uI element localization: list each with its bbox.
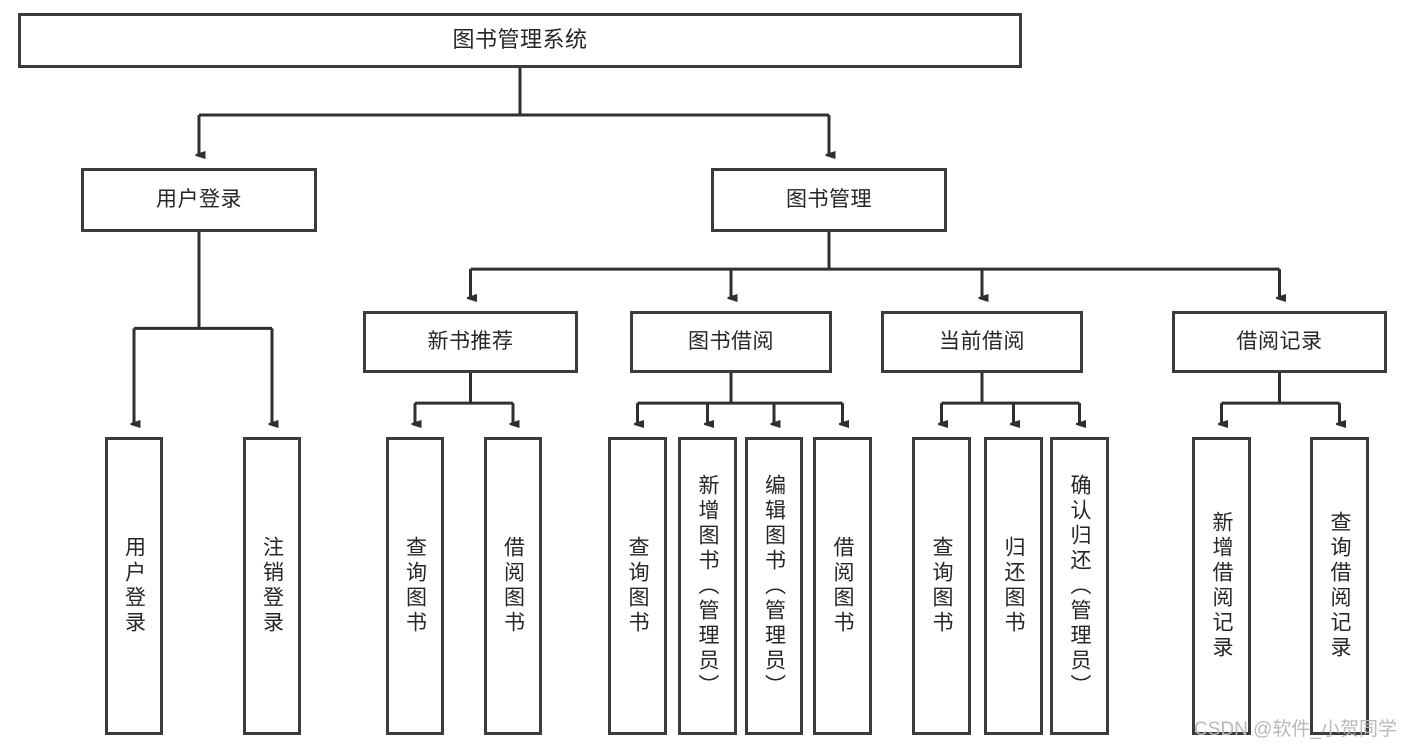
node-label: 图书借阅 — [688, 330, 774, 354]
csdn-watermark: CSDN @软件_小贺同学 — [1194, 719, 1397, 740]
node-user-login[interactable]: 用户登录 — [81, 168, 317, 232]
node-label: 查询借阅记录 — [1328, 511, 1351, 661]
node-new-book-recommendation[interactable]: 新书推荐 — [363, 311, 578, 373]
node-label: 新增图书（管理员） — [696, 473, 719, 699]
node-label: 查询图书 — [403, 536, 427, 636]
leaf-query-book-current[interactable]: 查询图书 — [912, 437, 971, 735]
node-current-borrowing[interactable]: 当前借阅 — [881, 311, 1083, 373]
node-label: 查询图书 — [930, 536, 953, 636]
leaf-add-book-admin[interactable]: 新增图书（管理员） — [678, 437, 737, 735]
leaf-add-borrow-record[interactable]: 新增借阅记录 — [1192, 437, 1251, 735]
leaf-borrow-book[interactable]: 借阅图书 — [813, 437, 872, 735]
node-label: 新增借阅记录 — [1210, 511, 1233, 661]
leaf-logout-login[interactable]: 注销登录 — [243, 437, 301, 735]
leaf-return-book[interactable]: 归还图书 — [984, 437, 1043, 735]
leaf-query-book-recommend[interactable]: 查询图书 — [386, 437, 444, 735]
node-book-borrowing[interactable]: 图书借阅 — [630, 311, 832, 373]
leaf-user-login[interactable]: 用户登录 — [105, 437, 163, 735]
node-label: 当前借阅 — [939, 330, 1025, 354]
node-label: 借阅图书 — [501, 536, 525, 636]
node-label: 归还图书 — [1002, 536, 1025, 636]
node-label: 借阅图书 — [831, 536, 854, 636]
node-label: 查询图书 — [626, 536, 649, 636]
node-book-management[interactable]: 图书管理 — [711, 168, 947, 232]
node-label: 确认归还（管理员） — [1068, 473, 1091, 699]
node-label: 注销登录 — [260, 536, 284, 636]
leaf-query-borrow-record[interactable]: 查询借阅记录 — [1310, 437, 1369, 735]
node-label: 编辑图书（管理员） — [762, 473, 786, 699]
node-borrowing-records[interactable]: 借阅记录 — [1172, 311, 1387, 373]
node-label: 新书推荐 — [427, 330, 514, 354]
leaf-edit-book-admin[interactable]: 编辑图书（管理员） — [745, 437, 803, 735]
leaf-borrow-book-recommend[interactable]: 借阅图书 — [484, 437, 542, 735]
leaf-confirm-return-admin[interactable]: 确认归还（管理员） — [1050, 437, 1109, 735]
node-root[interactable]: 图书管理系统 — [18, 13, 1022, 68]
node-label: 用户登录 — [156, 188, 242, 212]
leaf-query-book-borrow[interactable]: 查询图书 — [608, 437, 667, 735]
node-label: 借阅记录 — [1236, 330, 1323, 354]
node-label: 用户登录 — [122, 536, 146, 636]
node-label: 图书管理系统 — [452, 27, 588, 53]
node-label: 图书管理 — [786, 188, 872, 212]
